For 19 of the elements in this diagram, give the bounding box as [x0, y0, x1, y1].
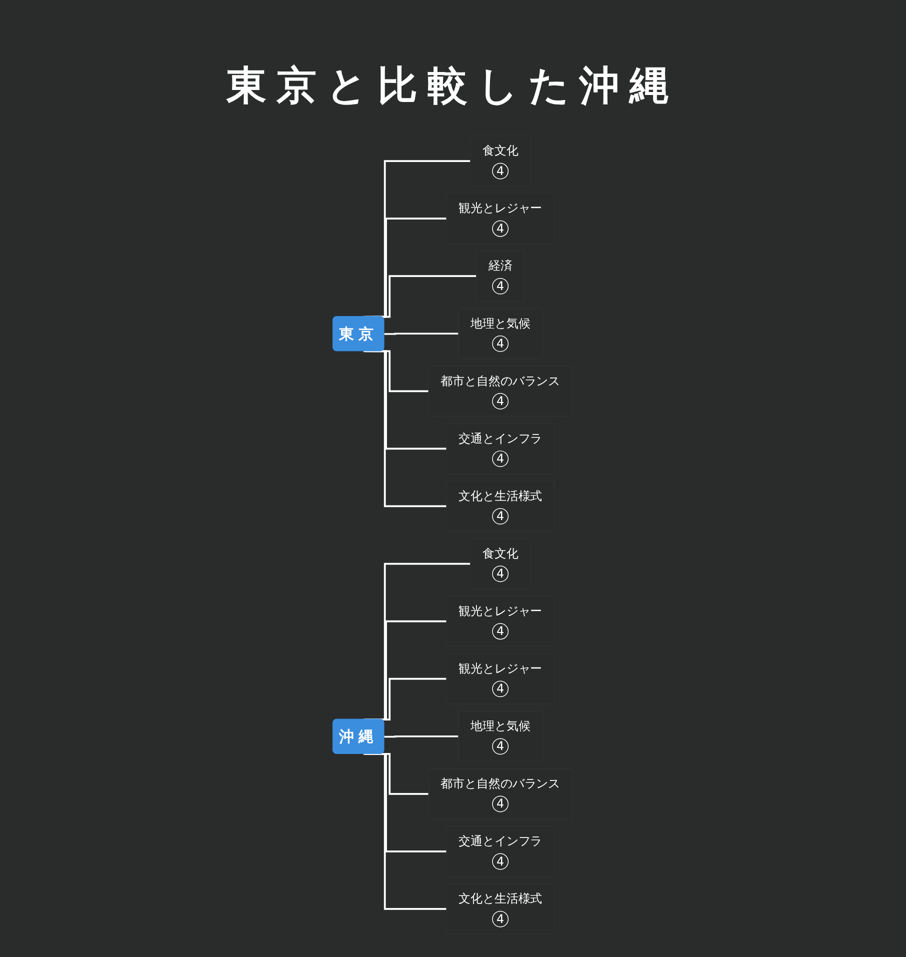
- connector: [364, 753, 448, 910]
- node-box: 都市と自然のバランス 4: [428, 366, 573, 417]
- connector: [384, 332, 459, 335]
- node-box: 経済 4: [476, 250, 526, 302]
- node-box: 地理と気候 4: [458, 308, 544, 360]
- node-box: 文化と生活様式 4: [446, 884, 555, 934]
- connector: [384, 735, 459, 738]
- node-box: 観光とレジャー 4: [446, 596, 555, 647]
- node-box: 交通とインフラ 4: [446, 423, 555, 474]
- title: 東京と比較した沖縄: [225, 62, 680, 110]
- node-box: 都市と自然のバランス 4: [428, 768, 573, 820]
- node-box: 交通とインフラ 4: [446, 826, 555, 877]
- node-box: 観光とレジャー 4: [446, 653, 555, 704]
- node-box: 食文化 4: [470, 538, 532, 590]
- connector: [364, 350, 448, 508]
- node-box: 食文化 4: [470, 136, 532, 186]
- node-box: 地理と気候 4: [458, 710, 544, 762]
- node-box: 観光とレジャー 4: [446, 193, 555, 244]
- node-box: 文化と生活様式 4: [446, 480, 555, 532]
